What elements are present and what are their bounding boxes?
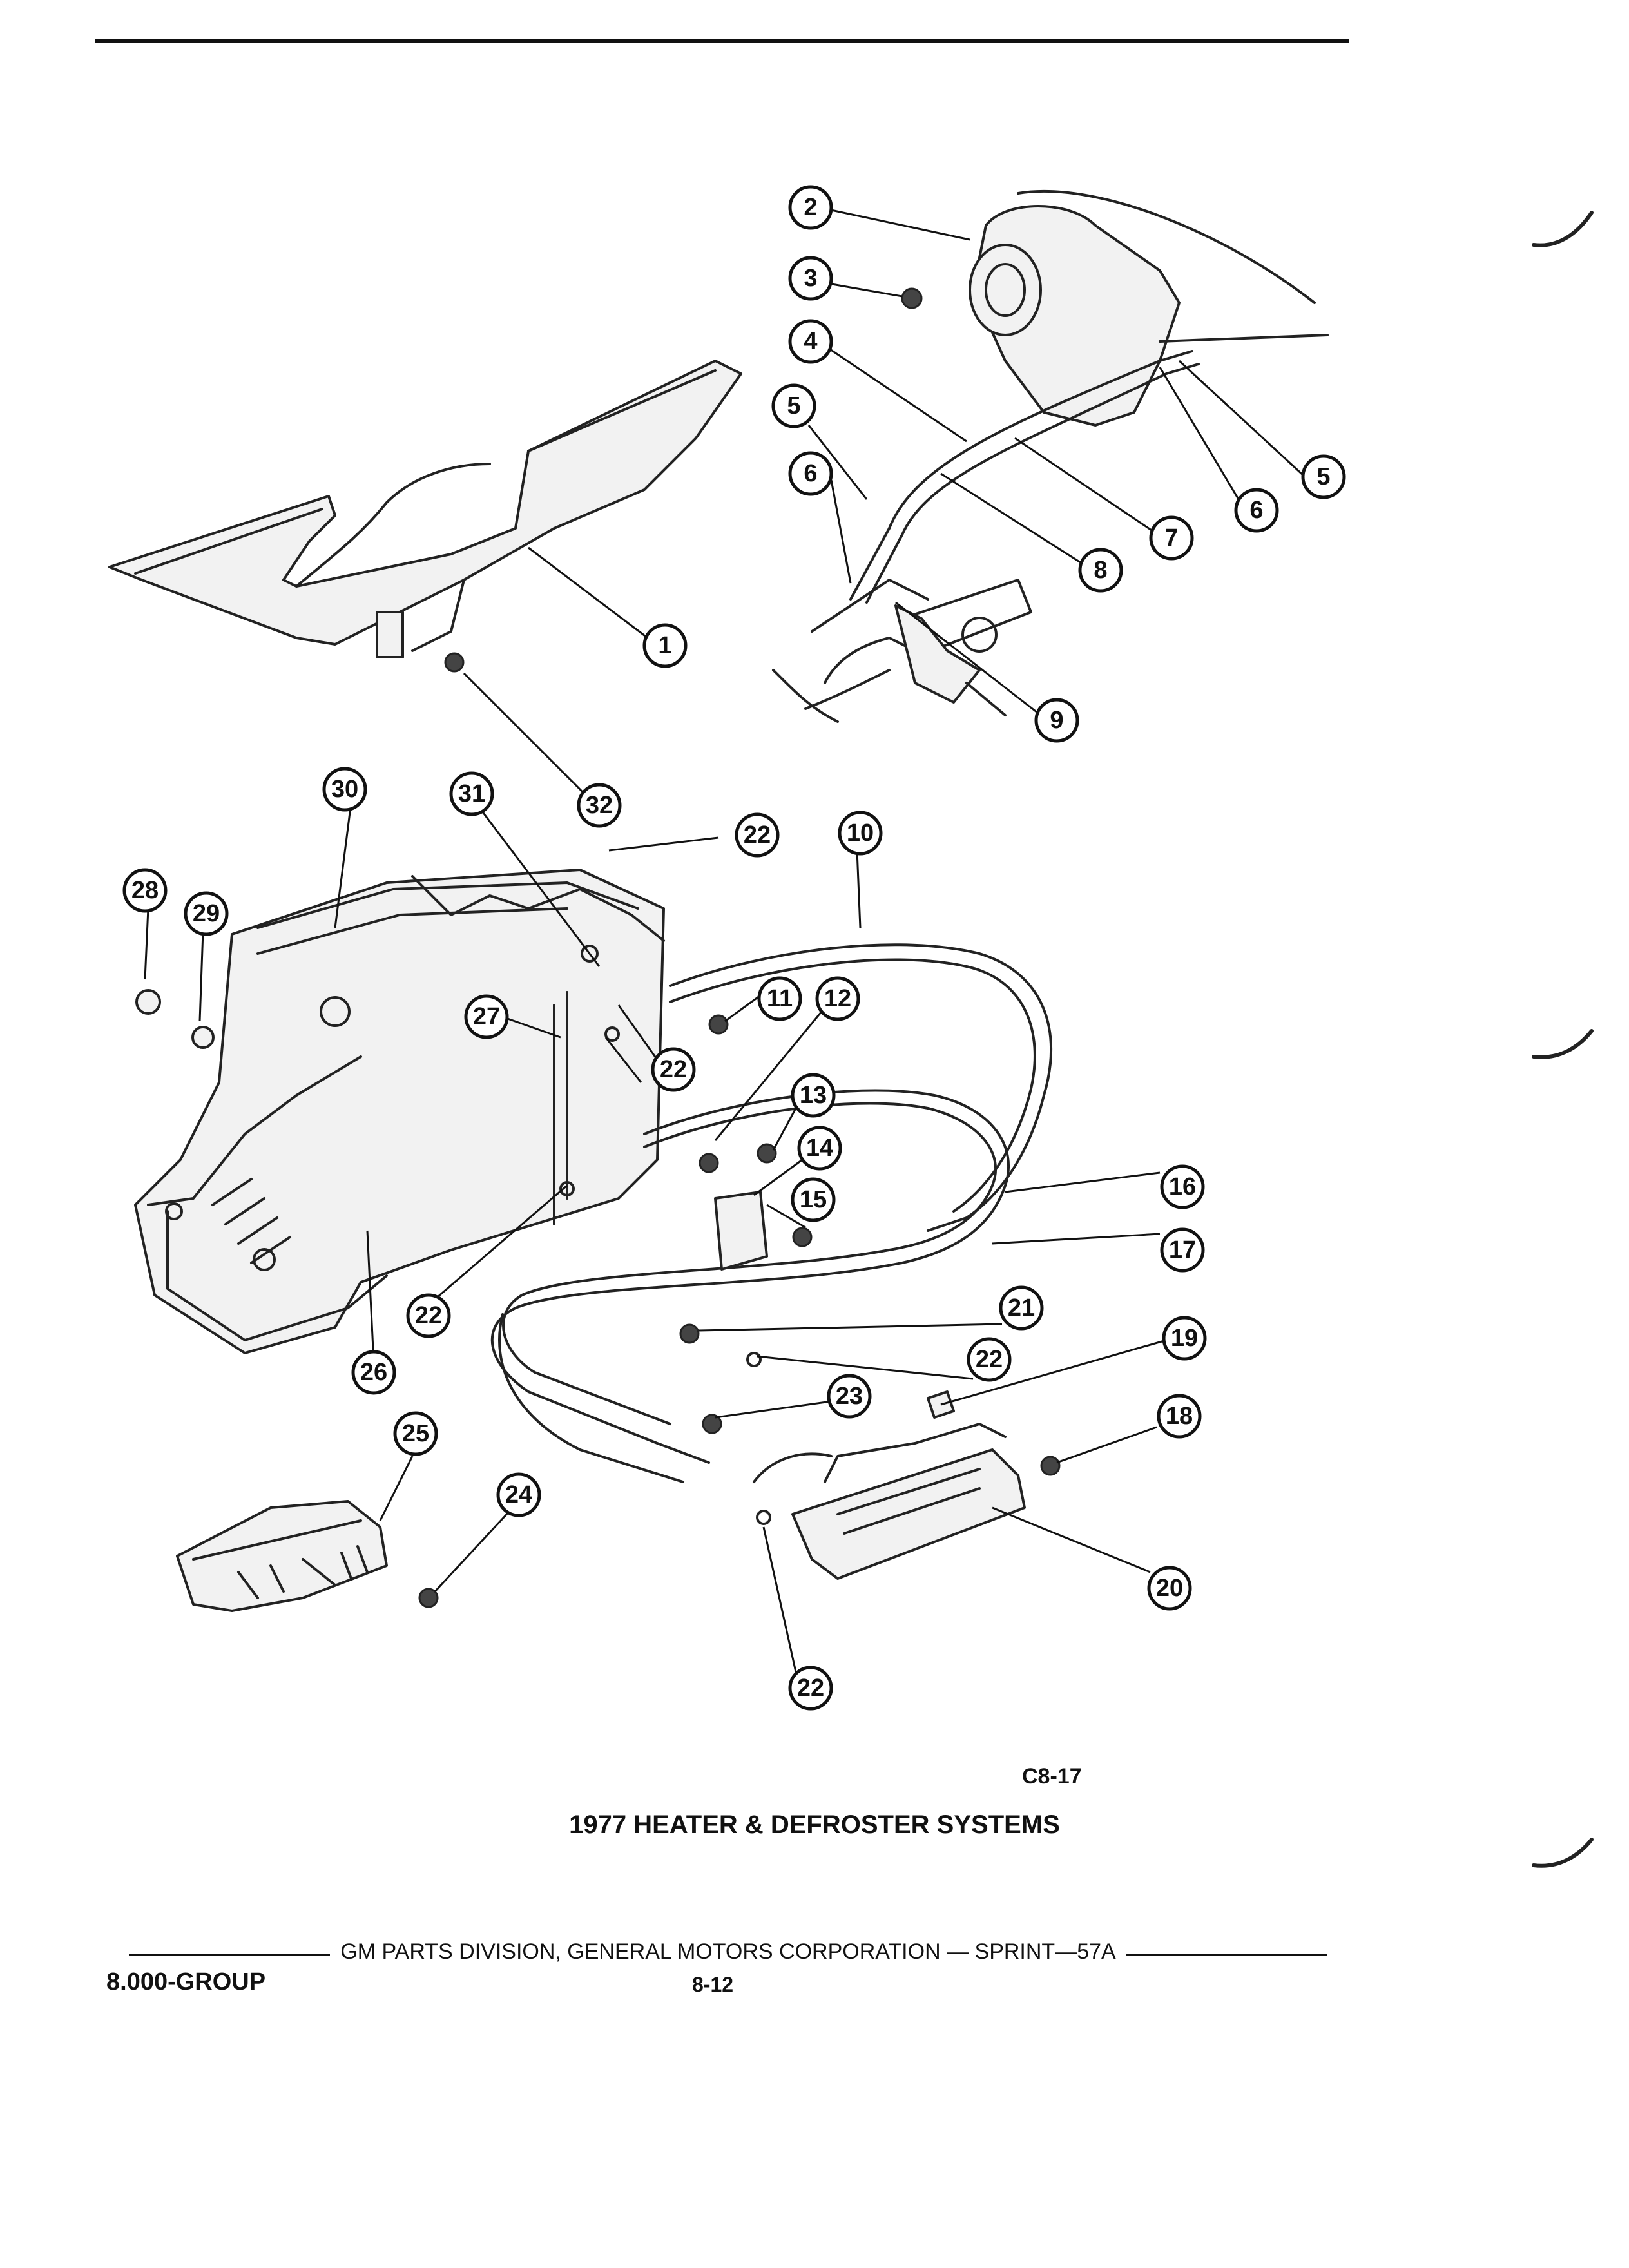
callout-2: 2	[788, 185, 833, 230]
callout-5: 5	[1301, 454, 1346, 499]
callout-6: 6	[788, 451, 833, 496]
callout-16: 16	[1160, 1164, 1205, 1209]
binding-marks	[1532, 211, 1594, 1868]
callout-11: 11	[757, 976, 802, 1021]
callout-10: 10	[838, 811, 883, 856]
svg-text:10: 10	[847, 820, 874, 847]
callout-13: 13	[791, 1073, 836, 1118]
callout-6: 6	[1234, 488, 1279, 533]
svg-text:7: 7	[1164, 524, 1178, 552]
svg-text:22: 22	[976, 1346, 1003, 1373]
callout-20: 20	[1147, 1566, 1192, 1611]
heater-case-assembly	[134, 869, 665, 1354]
svg-text:5: 5	[787, 392, 800, 419]
heater-pipes	[772, 190, 1329, 723]
callout-4: 4	[788, 319, 833, 364]
svg-text:8: 8	[1094, 557, 1107, 584]
svg-text:22: 22	[744, 822, 771, 849]
svg-text:30: 30	[331, 776, 358, 803]
callout-1: 1	[642, 623, 688, 668]
callout-22: 22	[651, 1047, 696, 1092]
callout-12: 12	[815, 976, 860, 1021]
svg-text:22: 22	[797, 1675, 824, 1702]
callout-26: 26	[351, 1350, 396, 1395]
svg-text:19: 19	[1171, 1325, 1198, 1352]
svg-text:14: 14	[806, 1135, 833, 1162]
callout-28: 28	[122, 868, 168, 913]
svg-text:11: 11	[767, 985, 793, 1012]
page-number: 8-12	[692, 1973, 734, 1996]
svg-text:28: 28	[131, 877, 159, 904]
svg-text:22: 22	[415, 1302, 442, 1329]
svg-text:20: 20	[1156, 1575, 1183, 1602]
svg-text:31: 31	[458, 780, 485, 807]
svg-text:26: 26	[360, 1359, 387, 1386]
footer-publisher: GM PARTS DIVISION, GENERAL MOTORS CORPOR…	[129, 1939, 1327, 1965]
svg-text:6: 6	[804, 460, 817, 487]
callout-31: 31	[449, 771, 494, 816]
callout-22: 22	[735, 812, 780, 858]
callout-18: 18	[1157, 1394, 1202, 1439]
svg-text:18: 18	[1166, 1403, 1193, 1430]
fasteners	[135, 287, 1061, 1608]
svg-text:2: 2	[804, 194, 817, 221]
callout-8: 8	[1078, 548, 1123, 593]
svg-text:27: 27	[473, 1003, 500, 1030]
svg-text:17: 17	[1169, 1236, 1196, 1264]
callout-5: 5	[771, 383, 816, 428]
svg-text:3: 3	[804, 265, 817, 292]
footer-publisher-text: GM PARTS DIVISION, GENERAL MOTORS CORPOR…	[330, 1939, 1126, 1964]
svg-text:16: 16	[1169, 1173, 1196, 1200]
group-label: 8.000-GROUP	[106, 1968, 266, 1995]
callout-22: 22	[967, 1337, 1012, 1382]
callout-22: 22	[406, 1293, 451, 1338]
svg-text:29: 29	[193, 900, 220, 927]
callout-3: 3	[788, 256, 833, 301]
svg-text:25: 25	[402, 1420, 429, 1447]
callout-29: 29	[184, 891, 229, 936]
callout-15: 15	[791, 1177, 836, 1222]
svg-text:9: 9	[1050, 707, 1063, 734]
callout-27: 27	[464, 994, 509, 1039]
svg-text:22: 22	[660, 1056, 687, 1083]
defroster-duct	[108, 360, 742, 658]
callout-24: 24	[496, 1472, 541, 1517]
top-rule	[95, 39, 1349, 43]
svg-text:23: 23	[836, 1383, 863, 1410]
svg-text:15: 15	[800, 1186, 827, 1213]
footer-publisher-line: GM PARTS DIVISION, GENERAL MOTORS CORPOR…	[129, 1939, 1327, 1969]
svg-text:1: 1	[658, 632, 671, 659]
leader-lines	[144, 208, 1306, 1673]
figure-title: 1977 HEATER & DEFROSTER SYSTEMS	[569, 1811, 1060, 1839]
callout-19: 19	[1162, 1316, 1207, 1361]
svg-text:24: 24	[505, 1481, 532, 1508]
svg-text:5: 5	[1316, 463, 1330, 490]
svg-text:32: 32	[586, 792, 613, 819]
svg-text:12: 12	[824, 985, 851, 1012]
callout-7: 7	[1149, 515, 1194, 561]
callouts: 1 2 3 4 5 5 6 6 7 8 9 10 11 12 13 14 15 …	[122, 185, 1346, 1711]
svg-text:6: 6	[1249, 497, 1263, 524]
svg-text:4: 4	[804, 328, 817, 355]
callout-14: 14	[797, 1126, 842, 1171]
callout-25: 25	[393, 1411, 438, 1456]
svg-text:21: 21	[1008, 1294, 1035, 1321]
defroster-outlet	[176, 1500, 388, 1612]
control-head	[753, 1423, 1026, 1580]
callout-23: 23	[827, 1374, 872, 1419]
callout-32: 32	[577, 783, 622, 828]
callout-30: 30	[322, 767, 367, 812]
control-cables	[490, 943, 1053, 1483]
callout-22: 22	[788, 1666, 833, 1711]
callout-17: 17	[1160, 1227, 1205, 1273]
figure-code: C8-17	[1022, 1764, 1082, 1789]
svg-text:13: 13	[800, 1082, 827, 1109]
callout-21: 21	[999, 1285, 1044, 1331]
callout-9: 9	[1034, 698, 1079, 743]
